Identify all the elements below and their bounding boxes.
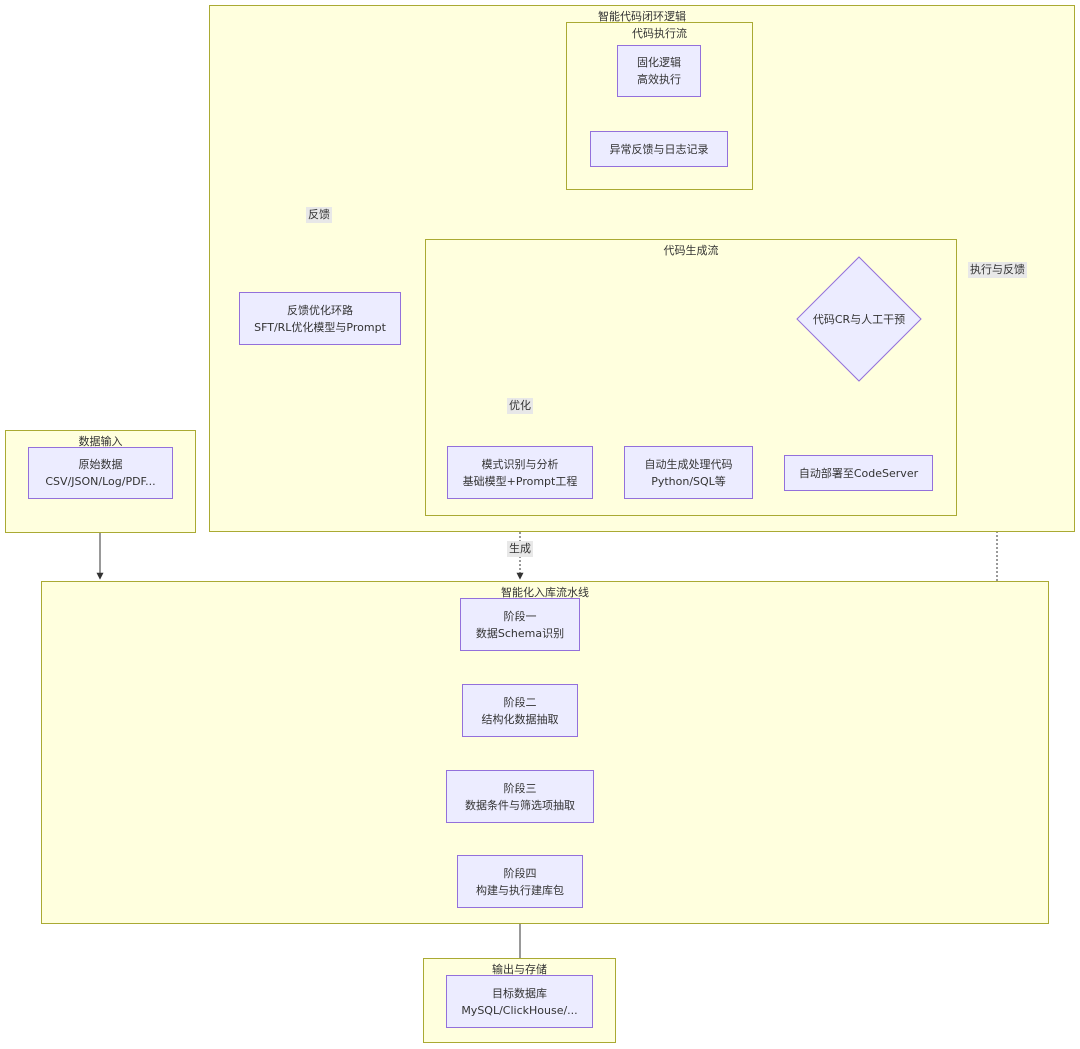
cluster-input-title: 数据输入 xyxy=(78,435,123,448)
node-code-review[interactable]: 代码CR与人工干预 xyxy=(796,256,922,382)
cluster-exec-title: 代码执行流 xyxy=(632,27,687,40)
cluster-loop-title: 智能代码闭环逻辑 xyxy=(598,10,686,23)
node-target-db-line1: 目标数据库 xyxy=(492,986,547,1000)
cluster-gen-title: 代码生成流 xyxy=(663,244,719,257)
node-stage3-line2: 数据条件与筛选项抽取 xyxy=(465,798,575,812)
node-pattern[interactable]: 模式识别与分析 基础模型+Prompt工程 xyxy=(447,446,593,499)
node-fixed-logic-line2: 高效执行 xyxy=(637,73,681,86)
edge-label-optimize: 优化 xyxy=(507,398,533,414)
node-stage4-line2: 构建与执行建库包 xyxy=(476,883,564,897)
node-deploy-line1: 自动部署至CodeServer xyxy=(798,466,919,480)
cluster-output-title: 输出与存储 xyxy=(492,963,547,976)
node-stage1[interactable]: 阶段一 数据Schema识别 xyxy=(460,598,580,651)
node-stage3[interactable]: 阶段三 数据条件与筛选项抽取 xyxy=(446,770,594,823)
node-target-db[interactable]: 目标数据库 MySQL/ClickHouse/... xyxy=(446,975,593,1028)
node-stage2[interactable]: 阶段二 结构化数据抽取 xyxy=(462,684,578,737)
node-code-review-shape xyxy=(796,256,922,382)
node-fixed-logic[interactable]: 固化逻辑 高效执行 xyxy=(617,45,701,97)
node-fixed-logic-line1: 固化逻辑 xyxy=(637,56,681,69)
node-raw-data[interactable]: 原始数据 CSV/JSON/Log/PDF... xyxy=(28,447,173,499)
cluster-pipeline-title: 智能化入库流水线 xyxy=(501,586,589,599)
node-autogen[interactable]: 自动生成处理代码 Python/SQL等 xyxy=(624,446,753,499)
edge-label-generate: 生成 xyxy=(507,541,533,557)
node-stage1-line2: 数据Schema识别 xyxy=(475,626,565,640)
node-code-review-label: 代码CR与人工干预 xyxy=(812,313,906,326)
node-pattern-line2: 基础模型+Prompt工程 xyxy=(462,474,578,488)
node-stage2-line1: 阶段二 xyxy=(503,695,537,709)
node-feedback-loop[interactable]: 反馈优化环路 SFT/RL优化模型与Prompt xyxy=(239,292,401,345)
node-exception-log-line1: 异常反馈与日志记录 xyxy=(609,142,709,156)
node-stage1-line1: 阶段一 xyxy=(503,609,537,623)
node-stage4[interactable]: 阶段四 构建与执行建库包 xyxy=(457,855,583,908)
node-raw-data-line2: CSV/JSON/Log/PDF... xyxy=(45,475,156,488)
node-autogen-line2: Python/SQL等 xyxy=(651,474,726,488)
node-autogen-line1: 自动生成处理代码 xyxy=(644,457,733,471)
edge-label-exec-feedback: 执行与反馈 xyxy=(968,262,1027,278)
node-deploy[interactable]: 自动部署至CodeServer xyxy=(784,455,933,491)
node-pattern-line1: 模式识别与分析 xyxy=(481,457,559,471)
node-raw-data-line1: 原始数据 xyxy=(78,458,123,471)
node-exception-log[interactable]: 异常反馈与日志记录 xyxy=(590,131,728,167)
node-feedback-loop-line2: SFT/RL优化模型与Prompt xyxy=(254,320,386,334)
node-stage4-line1: 阶段四 xyxy=(503,866,537,880)
node-stage2-line2: 结构化数据抽取 xyxy=(481,712,559,726)
node-feedback-loop-line1: 反馈优化环路 xyxy=(287,303,353,317)
node-target-db-line2: MySQL/ClickHouse/... xyxy=(461,1003,578,1017)
edge-label-feedback: 反馈 xyxy=(306,207,332,223)
node-stage3-line1: 阶段三 xyxy=(503,781,537,795)
